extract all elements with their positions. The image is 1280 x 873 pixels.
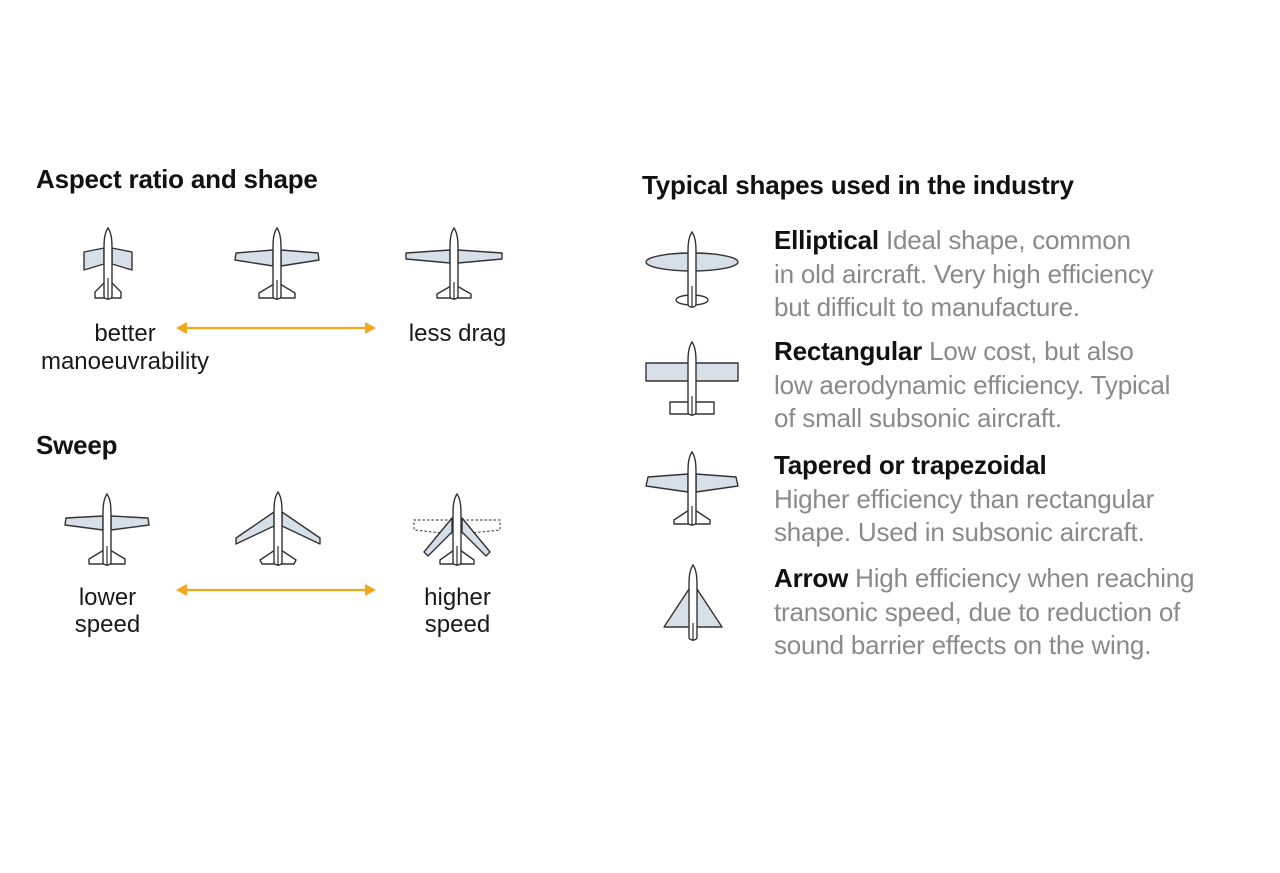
tapered-description: Tapered or trapezoidal Higher efficiency…: [774, 450, 1155, 547]
arrow-description: Arrow High efficiency when reaching tran…: [774, 563, 1195, 660]
variable-sweep-plane-icon: [412, 492, 502, 568]
elliptical-wing-plane-icon: [644, 230, 740, 310]
sweep-heading: Sweep: [36, 430, 118, 460]
aspect-ratio-heading: Aspect ratio and shape: [36, 164, 318, 194]
rectangular-wing-plane-icon: [644, 340, 740, 416]
manoeuvrability-label: manoeuvrability: [40, 348, 210, 375]
rectangular-description: Rectangular Low cost, but also low aerod…: [774, 336, 1171, 433]
rectangular-name: Rectangular: [774, 336, 923, 366]
less-drag-label: less drag: [408, 320, 507, 347]
lower-label: lower: [78, 584, 137, 611]
tapered-wing-plane-icon: [644, 450, 740, 528]
medium-aspect-plane-icon: [232, 226, 322, 302]
typical-shapes-heading: Typical shapes used in the industry: [642, 170, 1074, 200]
tapered-name: Tapered or trapezoidal: [774, 450, 1047, 480]
double-arrow-icon: [176, 581, 376, 599]
double-arrow-icon: [176, 319, 376, 337]
high-aspect-plane-icon: [403, 226, 505, 302]
elliptical-description: Elliptical Ideal shape, common in old ai…: [774, 225, 1154, 322]
straight-wing-plane-icon: [62, 492, 152, 568]
arrow-name: Arrow: [774, 563, 849, 593]
higher-label: higher: [424, 584, 491, 611]
low-aspect-plane-icon: [78, 226, 138, 302]
elliptical-name: Elliptical: [774, 225, 879, 255]
lower-speed-label: speed: [74, 611, 141, 638]
better-label: better: [94, 320, 156, 347]
arrow-wing-plane-icon: [662, 563, 724, 643]
swept-wing-plane-icon: [233, 490, 323, 568]
higher-speed-label: speed: [424, 611, 491, 638]
